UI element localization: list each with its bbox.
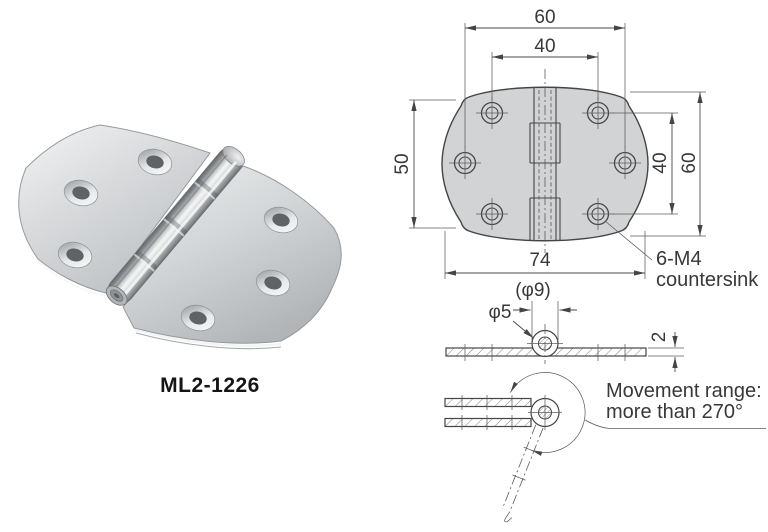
folded-lower-leaf — [444, 417, 532, 428]
dim-text-60-right: 60 — [679, 152, 700, 173]
front-knuckle-column — [529, 69, 561, 253]
movement-note: Movement range: more than 270° — [585, 380, 766, 429]
front-holes — [449, 97, 641, 230]
product-photo: ML2-1226 — [18, 124, 342, 397]
hole-spec-callout: 6-M4 countersink — [604, 220, 759, 291]
dim-knuckle-od: (φ9) — [513, 280, 577, 341]
folded-upper-leaf — [444, 397, 532, 408]
photo-edge-shadow-right — [135, 332, 282, 350]
photo-edge-highlight-right — [134, 328, 282, 347]
photo-pin — [105, 145, 245, 306]
dim-side-height: 50 — [392, 99, 456, 229]
photo-hole — [57, 241, 93, 269]
dim-hole-span-vertical: 40 — [612, 112, 678, 215]
photo-hole — [137, 148, 173, 176]
dim-overall-height: 60 — [630, 91, 706, 237]
dim-text-phi5: φ5 — [489, 302, 512, 323]
front-view: 60 40 50 40 60 — [392, 7, 759, 291]
dim-hole-span-inner: 40 — [491, 36, 599, 100]
movement-range-view: Movement range: more than 270° — [444, 372, 766, 523]
dim-plate-thickness: 2 — [648, 332, 684, 372]
arc-arrow-start — [510, 381, 518, 393]
photo-edge-highlight-left — [37, 260, 107, 297]
photo-hole — [63, 179, 99, 207]
hole-spec-line1: 6-M4 — [656, 248, 702, 270]
model-number-label: ML2-1226 — [160, 374, 260, 397]
dim-text-50-left: 50 — [392, 153, 413, 174]
dim-text-40-right: 40 — [650, 152, 671, 173]
dim-hole-span-outer: 60 — [464, 7, 626, 148]
movement-arc — [510, 372, 586, 453]
side-view: (φ9) φ5 2 — [445, 280, 684, 372]
dim-text-40-top: 40 — [534, 36, 555, 57]
hole-spec-line2: countersink — [656, 269, 759, 291]
photo-hole — [263, 206, 299, 234]
movement-note-line2: more than 270° — [606, 401, 743, 423]
dim-text-2: 2 — [649, 332, 670, 343]
phantom-leaf-position — [502, 424, 544, 523]
dim-text-60-top: 60 — [534, 7, 555, 28]
dim-text-74: 74 — [529, 250, 551, 271]
photo-hole — [255, 269, 291, 297]
photo-hole — [180, 304, 216, 332]
movement-note-line1: Movement range: — [606, 380, 762, 402]
dim-overall-width: 74 — [444, 231, 646, 279]
dim-pin-od: φ5 — [489, 302, 534, 339]
dim-text-phi9: (φ9) — [515, 280, 551, 301]
